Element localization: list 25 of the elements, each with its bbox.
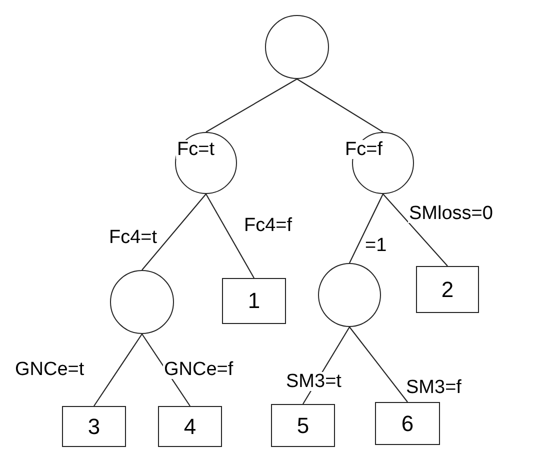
leaf-node-box [158, 406, 222, 447]
leaf-node-box [62, 406, 126, 447]
leaf-number: 2 [441, 276, 454, 302]
tree-branch-line [296, 78, 384, 132]
tree-branch-line [382, 194, 448, 266]
tree-branch-line [206, 78, 298, 132]
leaf-number: 5 [296, 412, 310, 438]
leaf-node-box [416, 266, 479, 313]
edge-label: Fc=t [176, 140, 216, 159]
edge-label: SMloss=0 [408, 204, 494, 223]
tree-branch-line [94, 334, 142, 406]
leaf-node-box [222, 278, 286, 324]
tree-branch-line [206, 194, 254, 278]
tree-branch-line [349, 194, 384, 264]
edge-label: SM3=t [285, 372, 342, 391]
edge-label: GNCe=f [163, 360, 234, 379]
leaf-number: 4 [184, 414, 196, 440]
leaf-number: 6 [401, 410, 414, 436]
edge-label: Fc=f [344, 140, 384, 159]
leaf-number: 3 [88, 414, 100, 440]
leaf-node-box [375, 402, 440, 445]
leaf-number: 1 [248, 288, 260, 314]
leaf-node-box [271, 404, 335, 447]
tree-branch-line [349, 326, 408, 402]
tree-branch-line [142, 194, 206, 270]
